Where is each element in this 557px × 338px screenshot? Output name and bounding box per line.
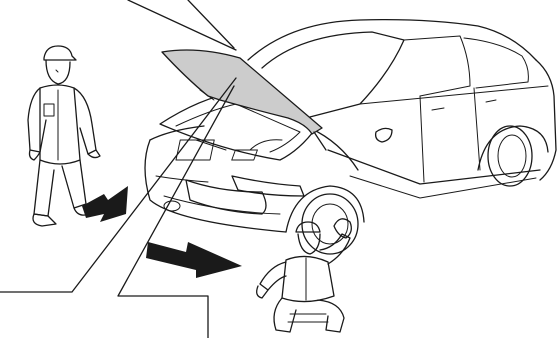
technician-walking — [28, 46, 100, 226]
arrow-right — [146, 242, 242, 278]
top-callout-leader — [128, 0, 236, 50]
arrow-left — [82, 186, 128, 222]
hood-support-rod — [314, 132, 326, 150]
